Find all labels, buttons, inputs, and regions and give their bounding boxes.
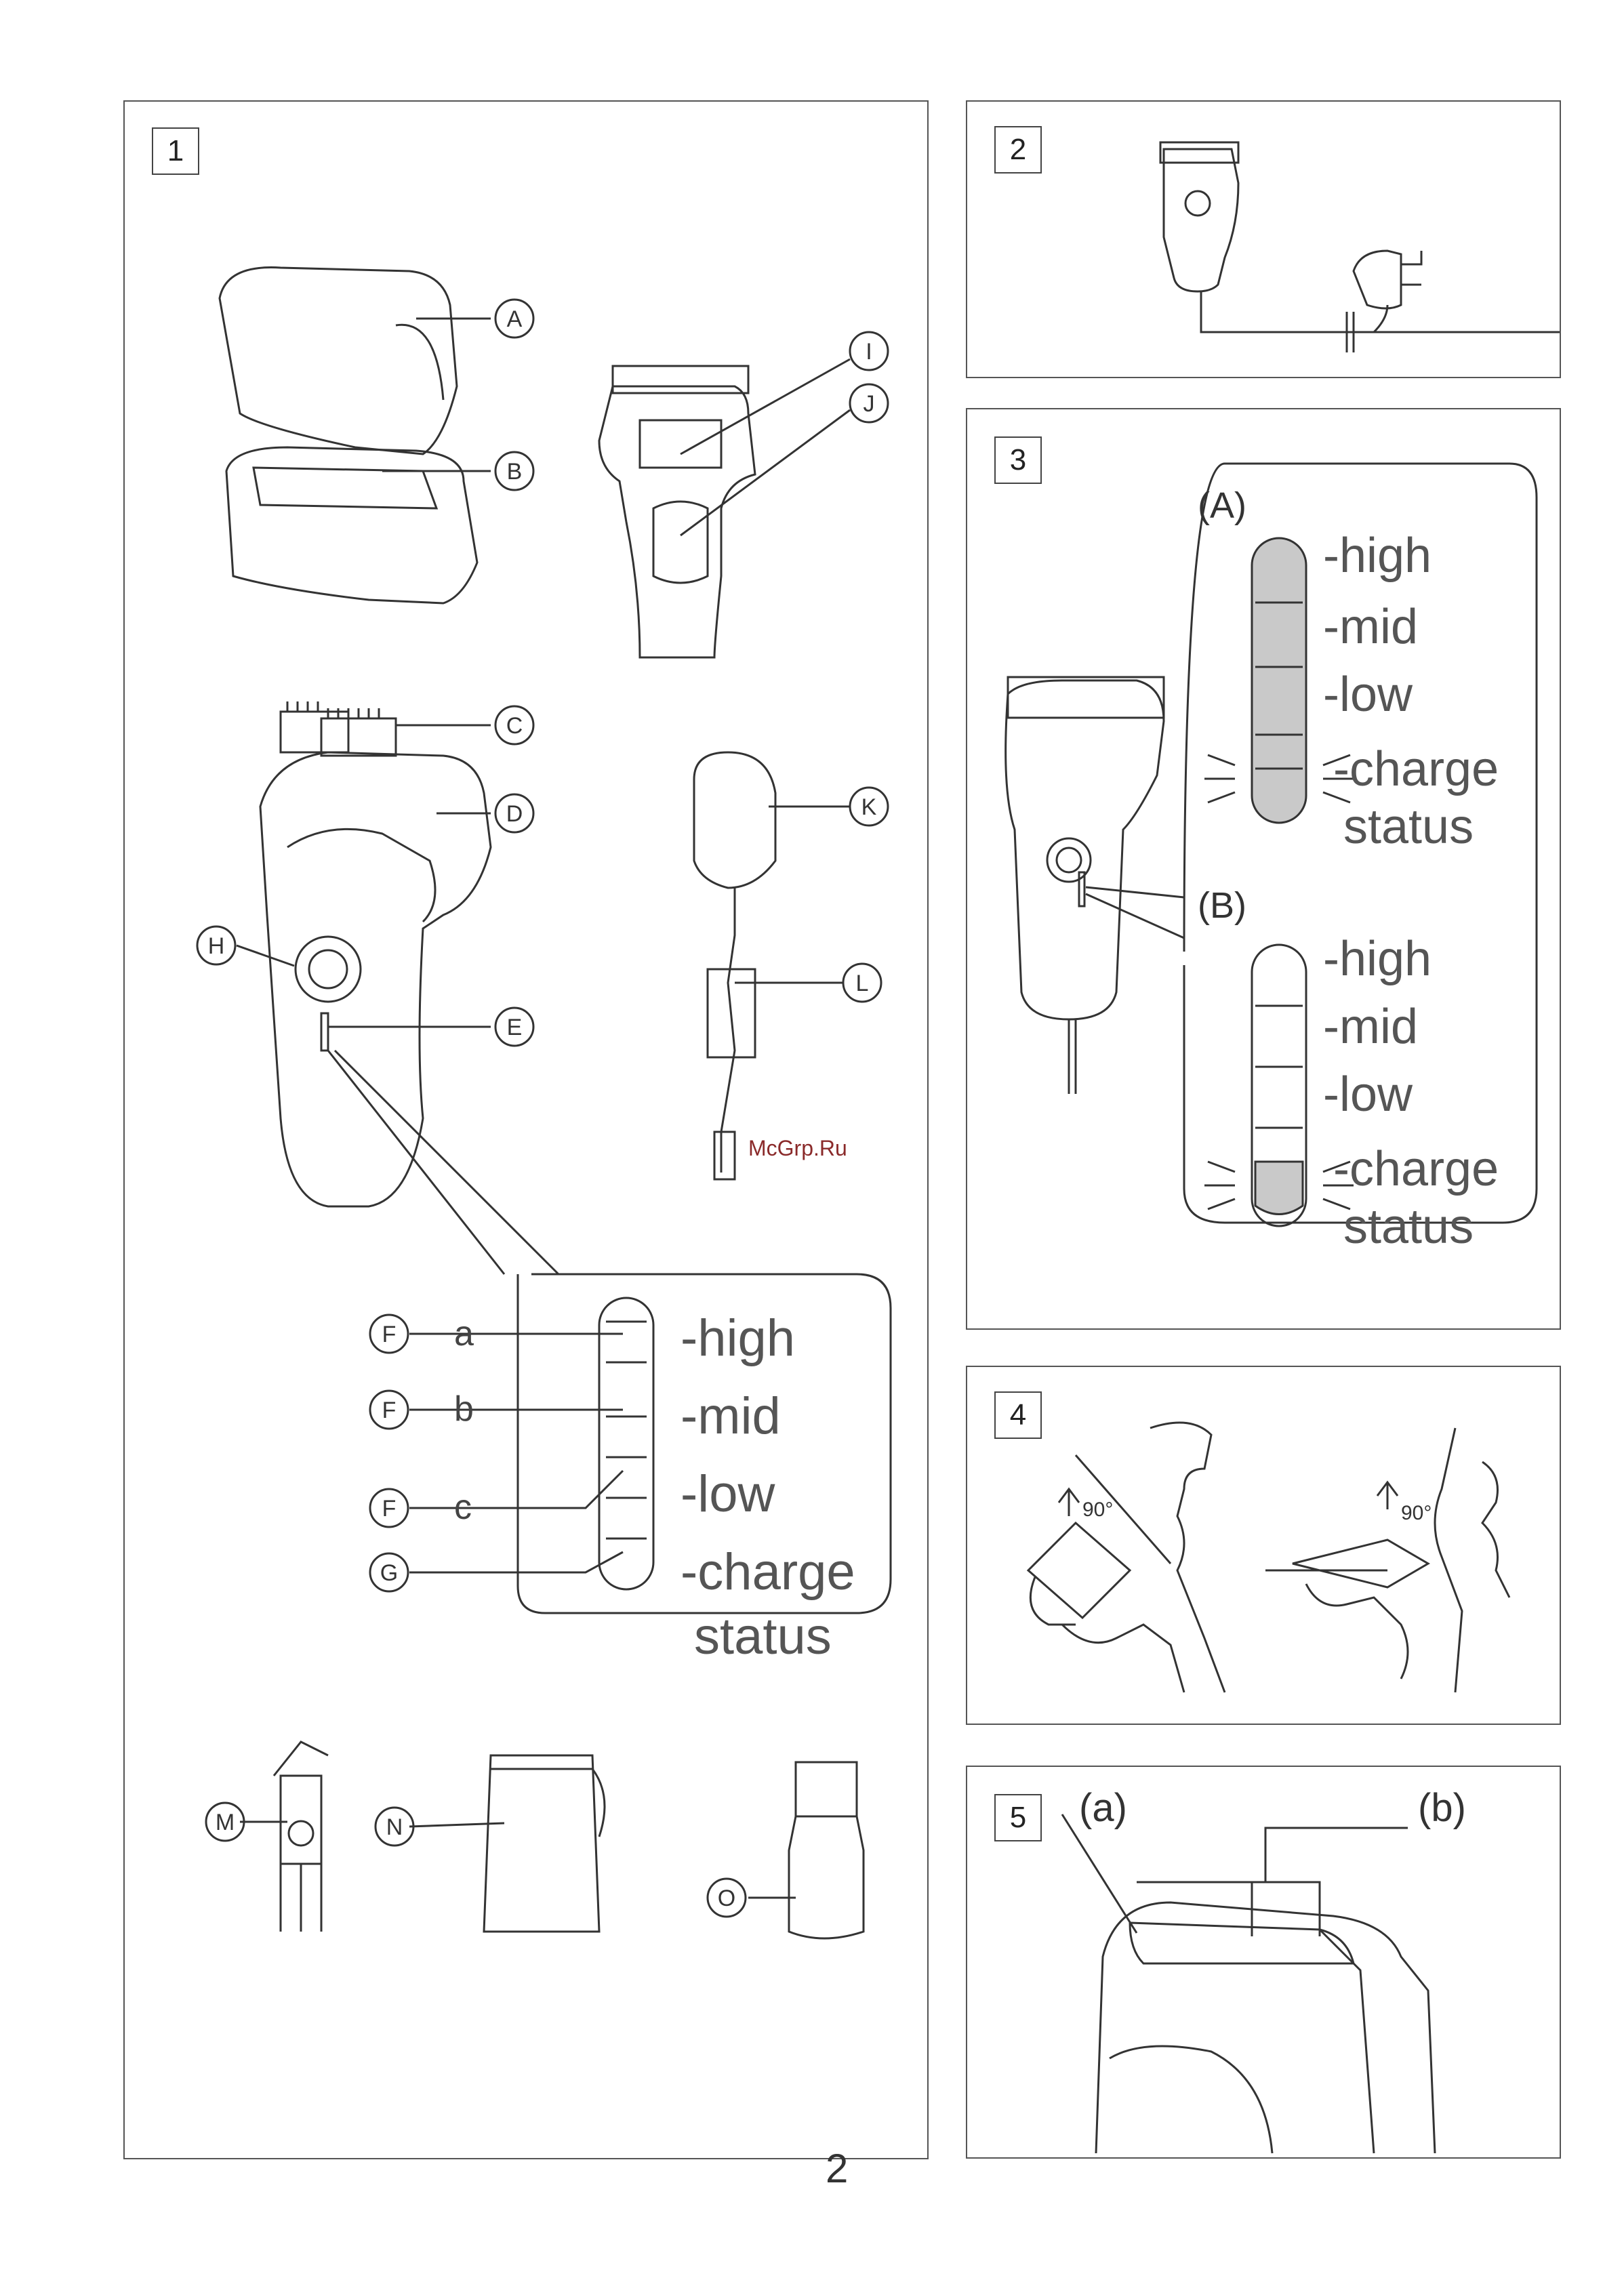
adaptor-plugged bbox=[1354, 251, 1401, 308]
label-F-a: F bbox=[382, 1322, 397, 1347]
indicator-capsule bbox=[599, 1298, 653, 1589]
a-level-mid: -mid bbox=[1323, 600, 1418, 654]
label-A: A bbox=[507, 306, 523, 332]
a-level-charge: -charge bbox=[1333, 742, 1499, 796]
label-H: H bbox=[208, 933, 225, 959]
level-high: -high bbox=[681, 1309, 795, 1367]
panel-2: 2 bbox=[966, 100, 1561, 378]
panel-3: 3 (A) (B) bbox=[966, 408, 1561, 1330]
label-L: L bbox=[856, 971, 869, 996]
label-F-b: F bbox=[382, 1398, 397, 1423]
b-level-status: status bbox=[1343, 1200, 1474, 1254]
shaver-body bbox=[260, 752, 491, 1206]
ac-adaptor bbox=[694, 752, 775, 888]
panel-1-illustration: A B C D H E I J K L F F F G M N O a b c … bbox=[125, 102, 927, 2158]
shaver-right bbox=[1293, 1540, 1428, 1587]
power-switch bbox=[296, 937, 361, 1002]
b-level-mid: -mid bbox=[1323, 1000, 1418, 1054]
label-O: O bbox=[718, 1886, 735, 1911]
label-D: D bbox=[506, 801, 523, 827]
face-profile-right bbox=[1435, 1428, 1462, 1692]
label-A: (A) bbox=[1198, 485, 1246, 526]
a-level-high: -high bbox=[1323, 529, 1432, 583]
label-K: K bbox=[861, 794, 877, 820]
label-F-c: F bbox=[382, 1496, 397, 1522]
b-level-high: -high bbox=[1323, 932, 1432, 986]
panel-1: 1 bbox=[123, 100, 929, 2159]
face-profile-left bbox=[1150, 1423, 1225, 1692]
pouch bbox=[484, 1755, 599, 1932]
panel-5-illustration: (a) (b) bbox=[967, 1767, 1560, 2157]
cleaning-brush bbox=[281, 1776, 321, 1864]
watermark: McGrp.Ru bbox=[748, 1136, 847, 1161]
capsule-all-lit bbox=[1252, 538, 1306, 823]
oil-bottle bbox=[789, 1816, 864, 1938]
power-cord bbox=[721, 888, 735, 1173]
level-mid: -mid bbox=[681, 1387, 781, 1445]
label-M: M bbox=[216, 1810, 235, 1835]
inner-blade-2 bbox=[321, 718, 396, 756]
panel-2-illustration bbox=[967, 102, 1560, 377]
charge-indicator bbox=[321, 1013, 328, 1051]
b-level-charge: -charge bbox=[1333, 1142, 1499, 1196]
b-level-low: -low bbox=[1323, 1067, 1413, 1122]
a-level-status: status bbox=[1343, 800, 1474, 854]
oil-bottle-cap bbox=[796, 1762, 857, 1816]
level-low: -low bbox=[681, 1465, 775, 1523]
a-level-low: -low bbox=[1323, 668, 1413, 722]
label-N: N bbox=[386, 1814, 403, 1840]
angle-label-left: 90° bbox=[1082, 1499, 1113, 1521]
panel-5: 5 (a) (b) bbox=[966, 1766, 1561, 2159]
label-B: B bbox=[507, 459, 523, 485]
protective-cap bbox=[220, 268, 457, 454]
shaver-connected bbox=[1164, 149, 1238, 291]
shaver-left bbox=[1028, 1523, 1130, 1618]
label-J: J bbox=[864, 391, 875, 417]
label-C: C bbox=[506, 713, 523, 739]
label-b: (b) bbox=[1418, 1786, 1466, 1830]
sub-label-c: c bbox=[454, 1488, 472, 1527]
panel-3-illustration: (A) (B) -high -mid -low -charge status -… bbox=[967, 409, 1560, 1328]
label-G: G bbox=[380, 1560, 398, 1586]
level-charge: -charge bbox=[681, 1543, 855, 1601]
page-number: 2 bbox=[826, 2145, 848, 2192]
level-status: status bbox=[694, 1608, 832, 1665]
label-a: (a) bbox=[1079, 1786, 1127, 1830]
shaver-front bbox=[1006, 680, 1164, 1019]
label-E: E bbox=[507, 1015, 523, 1040]
angle-label-right: 90° bbox=[1401, 1502, 1432, 1524]
panel-4-illustration: 90° 90° bbox=[967, 1367, 1560, 1724]
label-B: (B) bbox=[1198, 885, 1246, 926]
label-I: I bbox=[866, 339, 872, 365]
shaver-back-view bbox=[599, 386, 755, 657]
sub-label-b: b bbox=[454, 1389, 474, 1429]
sub-label-a: a bbox=[454, 1314, 474, 1353]
panel-4: 4 90° 90° bbox=[966, 1366, 1561, 1725]
